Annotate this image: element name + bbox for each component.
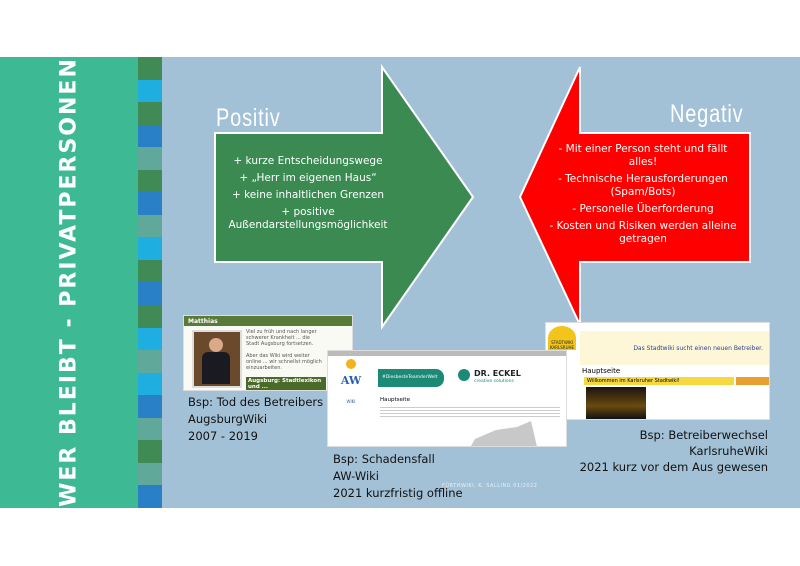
negative-item: - Personelle Überforderung [572,203,714,215]
screenshot-heading: Hauptseite [582,367,621,375]
positive-item: + positive Außendarstellungsmöglichkeit [228,206,388,231]
caption-karlsruhe: Bsp: Betreiberwechsel KarlsruheWiki 2021… [580,427,768,475]
negative-list: - Mit einer Person steht und fällt alles… [548,143,738,250]
screenshot-text: Aber das Wiki wird weiter online ... wir… [246,353,322,371]
side-panel: WER BLEIBT - PRIVATPERSONEN [0,57,138,508]
negative-item: - Technische Herausforderungen (Spam/Bot… [558,173,728,198]
map-image [468,421,538,446]
negative-item: - Mit einer Person steht und fällt alles… [558,143,728,168]
screenshot-footer: Augsburg: Stadtlexikon und ... [246,377,326,390]
caption-line: 2007 - 2019 [188,429,258,443]
color-stripe [138,57,162,508]
positive-title: Positiv [216,104,281,132]
stripe-block [138,282,162,306]
positive-item: + „Herr im eigenen Haus“ [239,172,377,184]
eckel-logo-icon [458,369,470,381]
negative-arrow [518,66,751,326]
portrait-photo [192,330,242,388]
notice-text: Das Stadtwiki sucht einen neuen Betreibe… [633,345,763,352]
positive-list: + kurze Entscheidungswege + „Herr im eig… [228,155,388,236]
caption-line: 2021 kurz vor dem Aus gewesen [579,460,768,474]
stripe-block [138,237,162,260]
text-lines [380,405,560,417]
slide: WER BLEIBT - PRIVATPERSONEN Positiv + ku… [0,57,800,508]
caption-line: KarlsruheWiki [689,444,768,458]
stadtwiki-logo: STADTWIKI KARLSRUHE [548,326,576,350]
caption-augsburg: Bsp: Tod des Betreibers AugsburgWiki 200… [188,394,323,445]
augsburgwiki-screenshot: Matthias Viel zu früh und nach langer sc… [183,315,353,391]
screenshot-header: Matthias [184,316,352,326]
stripe-block [138,169,162,193]
brand-sub: creative solutions [474,379,514,384]
stripe-block [138,79,162,103]
stripe-block [138,417,162,441]
welcome-bar: Willkommen im Karlsruher Stadtwiki! [584,377,734,385]
stripe-block [138,259,162,283]
positive-arrow [214,63,475,331]
stripe-block [138,395,162,418]
caption-awwiki: Bsp: Schadensfall AW-Wiki 2021 kurzfrist… [333,451,463,502]
negative-item: - Kosten und Risiken werden alleine getr… [549,220,737,245]
stripe-block [138,57,162,80]
karlsruhewiki-screenshot: STADTWIKI KARLSRUHE Das Stadtwiki sucht … [545,322,770,420]
stripe-block [138,305,162,328]
stripe-block [138,485,162,508]
stripe-block [138,192,162,215]
awwiki-logo: AW WIKI [336,359,366,404]
caption-line: Bsp: Tod des Betreibers [188,395,324,409]
stripe-block [138,124,162,148]
arrows [214,63,751,331]
stripe-block [138,147,162,170]
caption-line: AW-Wiki [333,469,379,483]
city-photo [586,387,646,419]
caption-line: AugsburgWiki [188,412,268,426]
stripe-block [138,462,162,486]
banner: #DiesbesteTeamderWelt [378,369,444,387]
caption-line: 2021 kurzfristig offline [333,486,463,500]
brand-name: DR. ECKEL [474,369,521,378]
stripe-block [138,102,162,125]
stripe-block [138,350,162,373]
side-box [736,377,769,385]
stripe-block [138,327,162,351]
negative-title: Negativ [670,100,744,128]
footer-note: FÜRTHWIKI, K. SALLING 01/2022 [442,483,538,489]
caption-line: Bsp: Betreiberwechsel [639,428,768,442]
stripe-block [138,372,162,396]
stripe-block [138,214,162,238]
positive-item: + kurze Entscheidungswege [233,155,383,167]
caption-line: Bsp: Schadensfall [333,452,435,466]
awwiki-screenshot: AW WIKI #DiesbesteTeamderWelt DR. ECKEL … [327,350,567,447]
positive-item: + keine inhaltlichen Grenzen [231,189,385,201]
screenshot-text: Viel zu früh und nach langer schwerer Kr… [246,329,317,347]
notice-box: Das Stadtwiki sucht einen neuen Betreibe… [580,331,769,365]
stripe-block [138,440,162,463]
screenshot-heading: Hauptseite [380,397,410,403]
